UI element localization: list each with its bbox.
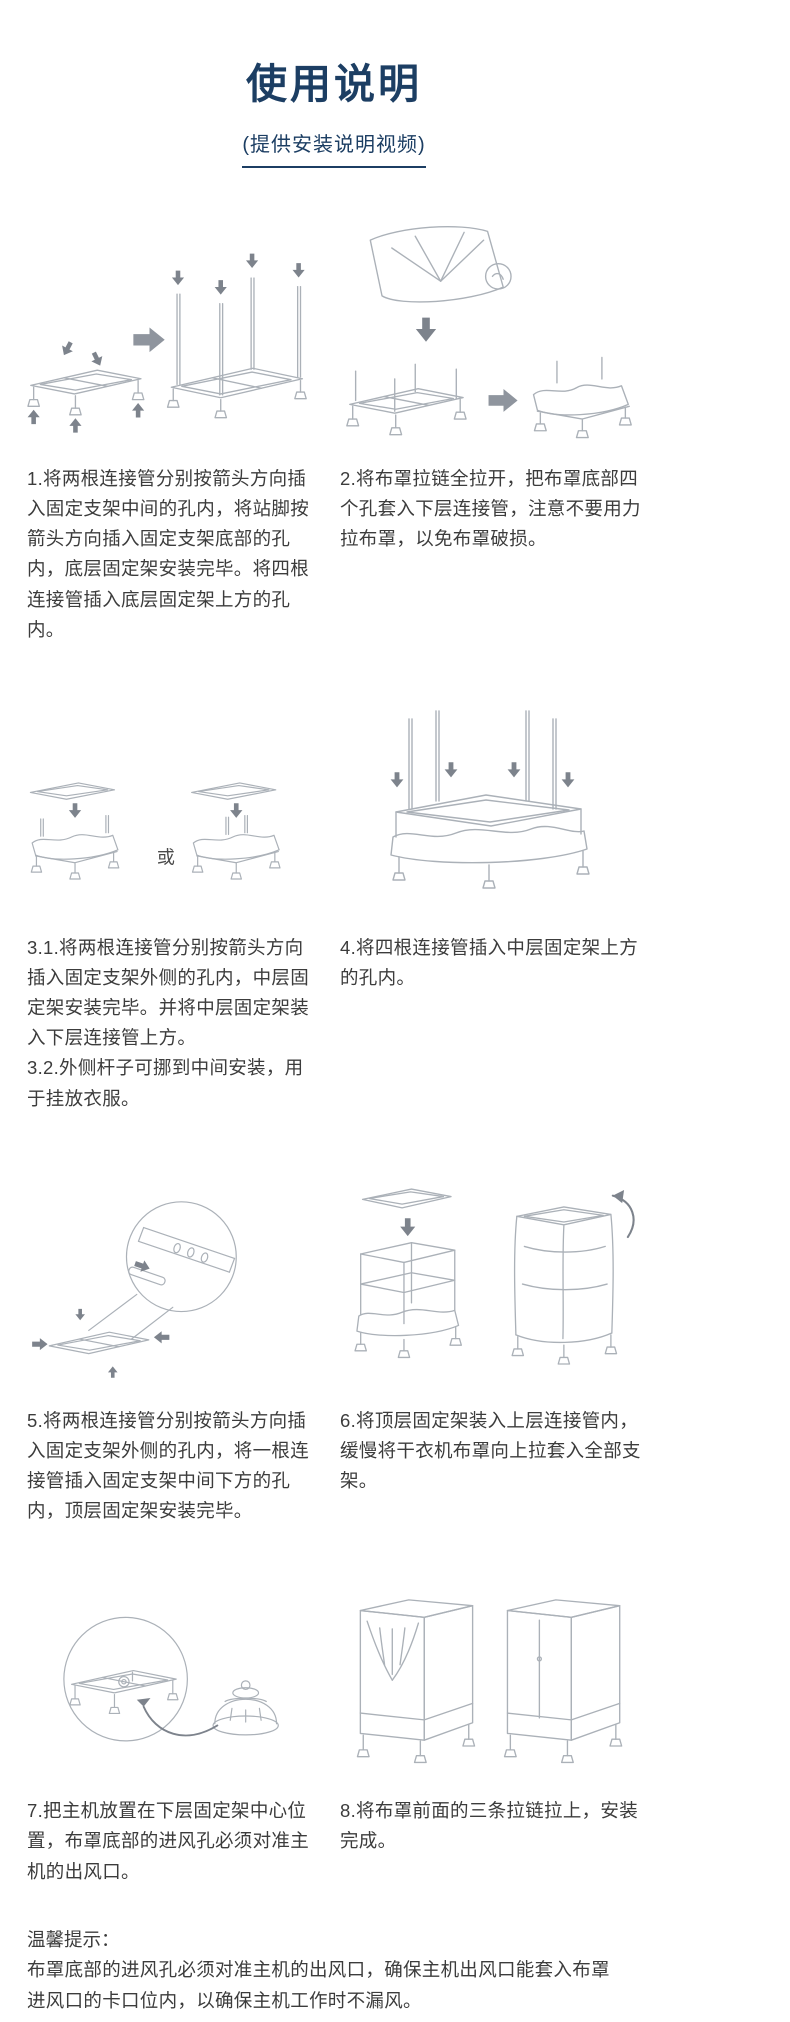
warm-tip: 温馨提示： 布罩底部的进风孔必须对准主机的出风口，确保主机出风口能套入布罩进风口…: [27, 1925, 627, 2017]
content-area: 使用说明 (提供安装说明视频): [27, 0, 641, 2017]
subtitle-row: (提供安装说明视频): [27, 128, 641, 168]
tubes-into-mid-frame-diagram: [389, 710, 590, 889]
step-5: 5.将两根连接管分别按箭头方向插入固定支架外侧的孔内，将一根连接管插入固定支架中…: [27, 1172, 310, 1527]
option-right: [191, 782, 281, 880]
rack-open: [354, 1188, 462, 1358]
step-1: 1.将两根连接管分别按箭头方向插入固定支架中间的孔内，将站脚按箭头方向插入固定支…: [27, 214, 310, 645]
top-frame-and-cover-diagram: [354, 1188, 635, 1365]
step-4-text: 4.将四根连接管插入中层固定架上方的孔内。: [340, 936, 639, 988]
mid-frame-options-diagram: 或: [29, 782, 281, 880]
finished-dryer-diagram: [356, 1599, 622, 1764]
step-4-illustration: [340, 703, 641, 919]
step-2: 2.将布罩拉链全拉开，把布罩底部四个孔套入下层连接管，注意不要用力拉布罩，以免布…: [340, 214, 641, 645]
step-5-text: 5.将两根连接管分别按箭头方向插入固定支架外侧的孔内，将一根连接管插入固定支架中…: [27, 1409, 310, 1522]
cover-over-frame-diagram: [346, 226, 632, 439]
steps-grid: 1.将两根连接管分别按箭头方向插入固定支架中间的孔内，将站脚按箭头方向插入固定支…: [27, 214, 641, 1887]
step-7-text: 7.把主机放置在下层固定架中心位置，布罩底部的进风孔必须对准主机的出风口。: [27, 1800, 310, 1882]
step-6-text: 6.将顶层固定架装入上层连接管内，缓慢将干衣机布罩向上拉套入全部支架。: [340, 1409, 641, 1491]
step-3: 或: [27, 703, 310, 1114]
step-8-text: 8.将布罩前面的三条拉链拉上，安装完成。: [340, 1800, 639, 1852]
step-8: 8.将布罩前面的三条拉链拉上，安装完成。: [340, 1584, 641, 1886]
step-6-illustration: [340, 1172, 641, 1392]
main-unit-placement-diagram: [63, 1617, 279, 1742]
step-2-text: 2.将布罩拉链全拉开，把布罩底部四个孔套入下层连接管，注意不要用力拉布罩，以免布…: [340, 468, 641, 550]
step-3-illustration: 或: [27, 703, 310, 919]
step-2-illustration: [340, 214, 641, 450]
main-unit: [212, 1680, 279, 1736]
step-8-illustration: [340, 1584, 641, 1782]
step-4: 4.将四根连接管插入中层固定架上方的孔内。: [340, 703, 641, 1114]
page-subtitle: (提供安装说明视频): [242, 128, 426, 168]
step-6: 6.将顶层固定架装入上层连接管内，缓慢将干衣机布罩向上拉套入全部支架。: [340, 1172, 641, 1527]
connector-detail-diagram: [32, 1200, 237, 1378]
rack-covered: [511, 1189, 635, 1365]
dryer-open-front: [356, 1599, 475, 1764]
step-3-text: 3.1.将两根连接管分别按箭头方向插入固定支架外侧的孔内，中层固定架安装完毕。并…: [27, 936, 310, 1109]
step-1-illustration: [27, 214, 310, 450]
step-7: 7.把主机放置在下层固定架中心位置，布罩底部的进风孔必须对准主机的出风口。: [27, 1584, 310, 1886]
step-7-illustration: [27, 1584, 310, 1782]
warm-tip-label: 温馨提示：: [27, 1928, 120, 1950]
option-left: [29, 782, 120, 880]
page-title: 使用说明: [246, 61, 422, 107]
dryer-closed: [503, 1599, 622, 1764]
step-5-illustration: [27, 1172, 310, 1392]
step-1-text: 1.将两根连接管分别按箭头方向插入固定支架中间的孔内，将站脚按箭头方向插入固定支…: [27, 468, 310, 640]
warm-tip-text: 布罩底部的进风孔必须对准主机的出风口，确保主机出风口能套入布罩进风口的卡口位内，…: [27, 1959, 610, 2012]
base-frame-assembly-diagram: [27, 253, 307, 433]
or-label: 或: [157, 847, 175, 867]
